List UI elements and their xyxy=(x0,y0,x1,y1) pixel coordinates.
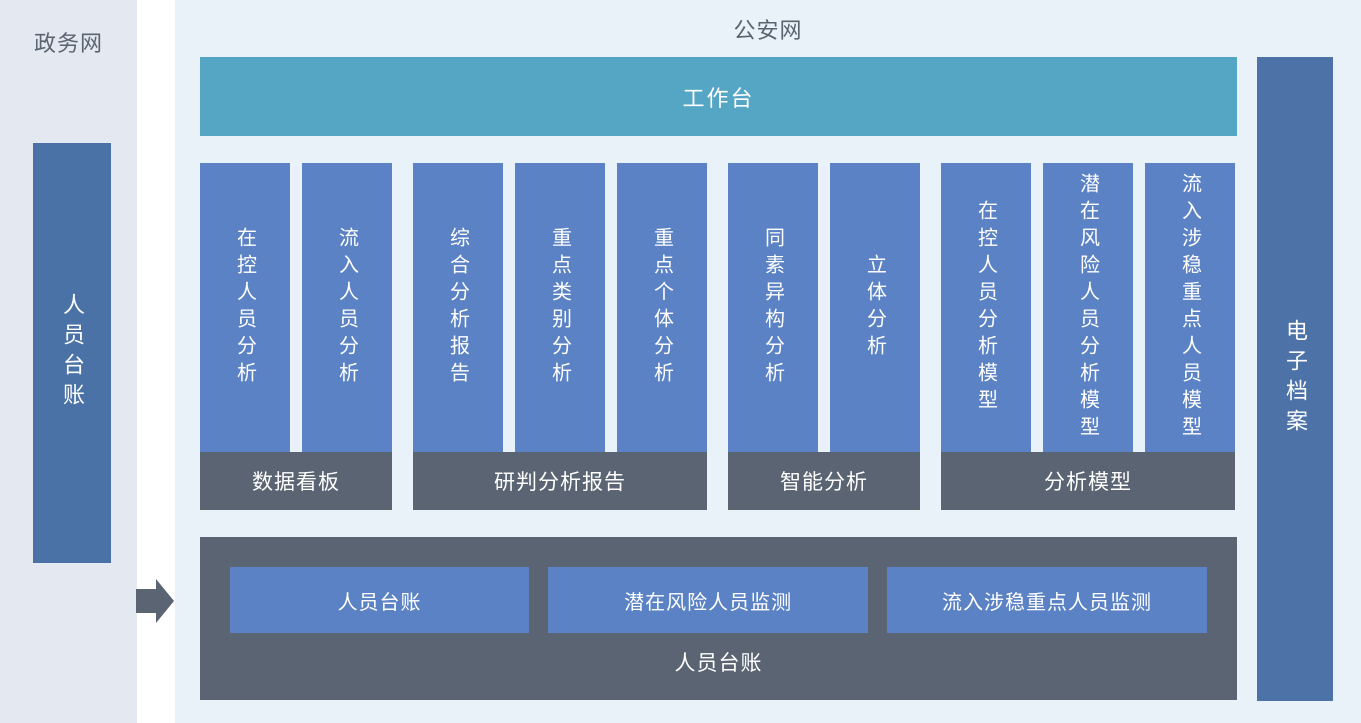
module-isomer-analysis: 同素异构分析 xyxy=(728,163,818,452)
e-archive-bar-label: 电子档案 xyxy=(1283,319,1308,439)
group-analysis-reports: 综合分析报告 重点类别分析 重点个体分析 研判分析报告 xyxy=(413,163,707,510)
group-footer-analysis-reports: 研判分析报告 xyxy=(413,452,707,510)
module-label: 重点个体分析 xyxy=(650,226,673,389)
group-analysis-models: 在控人员分析模型 潜在风险人员分析模型 流入涉稳重点人员模型 分析模型 xyxy=(941,163,1235,510)
group-footer-data-dashboard: 数据看板 xyxy=(200,452,392,510)
group-footer-analysis-models: 分析模型 xyxy=(941,452,1235,510)
button-inflow-key-personnel-monitoring: 流入涉稳重点人员监测 xyxy=(887,567,1208,633)
group-data-dashboard-columns: 在控人员分析 流入人员分析 xyxy=(200,163,392,452)
police-network-panel: 公安网 工作台 在控人员分析 流入人员分析 数据看板 xyxy=(175,0,1361,723)
gov-network-title: 政务网 xyxy=(33,31,103,56)
personnel-ledger-side-bar: 人员台账 xyxy=(33,143,111,563)
module-controlled-personnel-analysis: 在控人员分析 xyxy=(200,163,290,452)
personnel-ledger-panel: 人员台账 潜在风险人员监测 流入涉稳重点人员监测 人员台账 xyxy=(200,537,1237,700)
module-label: 流入人员分析 xyxy=(335,226,358,389)
flow-arrow-icon xyxy=(136,579,174,623)
module-stereo-analysis: 立体分析 xyxy=(830,163,920,452)
flow-arrow-head xyxy=(156,579,174,623)
module-comprehensive-analysis-report: 综合分析报告 xyxy=(413,163,503,452)
personnel-ledger-buttons: 人员台账 潜在风险人员监测 流入涉稳重点人员监测 xyxy=(200,537,1237,633)
module-label: 流入涉稳重点人员模型 xyxy=(1178,172,1201,443)
gov-network-panel: 政务网 人员台账 xyxy=(0,0,137,723)
police-network-title: 公安网 xyxy=(733,17,803,43)
button-potential-risk-monitoring: 潜在风险人员监测 xyxy=(548,567,869,633)
module-potential-risk-personnel-analysis-model: 潜在风险人员分析模型 xyxy=(1043,163,1133,452)
module-key-category-analysis: 重点类别分析 xyxy=(515,163,605,452)
button-personnel-ledger: 人员台账 xyxy=(230,567,530,633)
group-analysis-models-columns: 在控人员分析模型 潜在风险人员分析模型 流入涉稳重点人员模型 xyxy=(941,163,1235,452)
module-key-individual-analysis: 重点个体分析 xyxy=(617,163,707,452)
flow-arrow-shaft xyxy=(136,589,156,613)
module-groups-row: 在控人员分析 流入人员分析 数据看板 综合分析报告 重点类别分析 xyxy=(200,163,1237,510)
module-label: 同素异构分析 xyxy=(761,226,784,389)
module-label: 在控人员分析 xyxy=(233,226,256,389)
workbench-bar: 工作台 xyxy=(200,57,1237,136)
group-footer-intelligent-analysis: 智能分析 xyxy=(728,452,920,510)
module-inflow-personnel-analysis: 流入人员分析 xyxy=(302,163,392,452)
group-intelligent-analysis-columns: 同素异构分析 立体分析 xyxy=(728,163,920,452)
module-label: 潜在风险人员分析模型 xyxy=(1076,172,1099,443)
group-intelligent-analysis: 同素异构分析 立体分析 智能分析 xyxy=(728,163,920,510)
module-label: 在控人员分析模型 xyxy=(974,199,997,416)
module-label: 综合分析报告 xyxy=(446,226,469,389)
e-archive-bar: 电子档案 xyxy=(1257,57,1333,701)
module-inflow-key-personnel-model: 流入涉稳重点人员模型 xyxy=(1145,163,1235,452)
group-data-dashboard: 在控人员分析 流入人员分析 数据看板 xyxy=(200,163,392,510)
module-label: 重点类别分析 xyxy=(548,226,571,389)
personnel-ledger-side-bar-label: 人员台账 xyxy=(60,293,85,413)
group-analysis-reports-columns: 综合分析报告 重点类别分析 重点个体分析 xyxy=(413,163,707,452)
module-label: 立体分析 xyxy=(863,253,886,362)
police-network-content: 工作台 在控人员分析 流入人员分析 数据看板 综合分析报告 xyxy=(200,57,1237,700)
personnel-ledger-panel-label: 人员台账 xyxy=(674,652,763,675)
module-controlled-personnel-analysis-model: 在控人员分析模型 xyxy=(941,163,1031,452)
